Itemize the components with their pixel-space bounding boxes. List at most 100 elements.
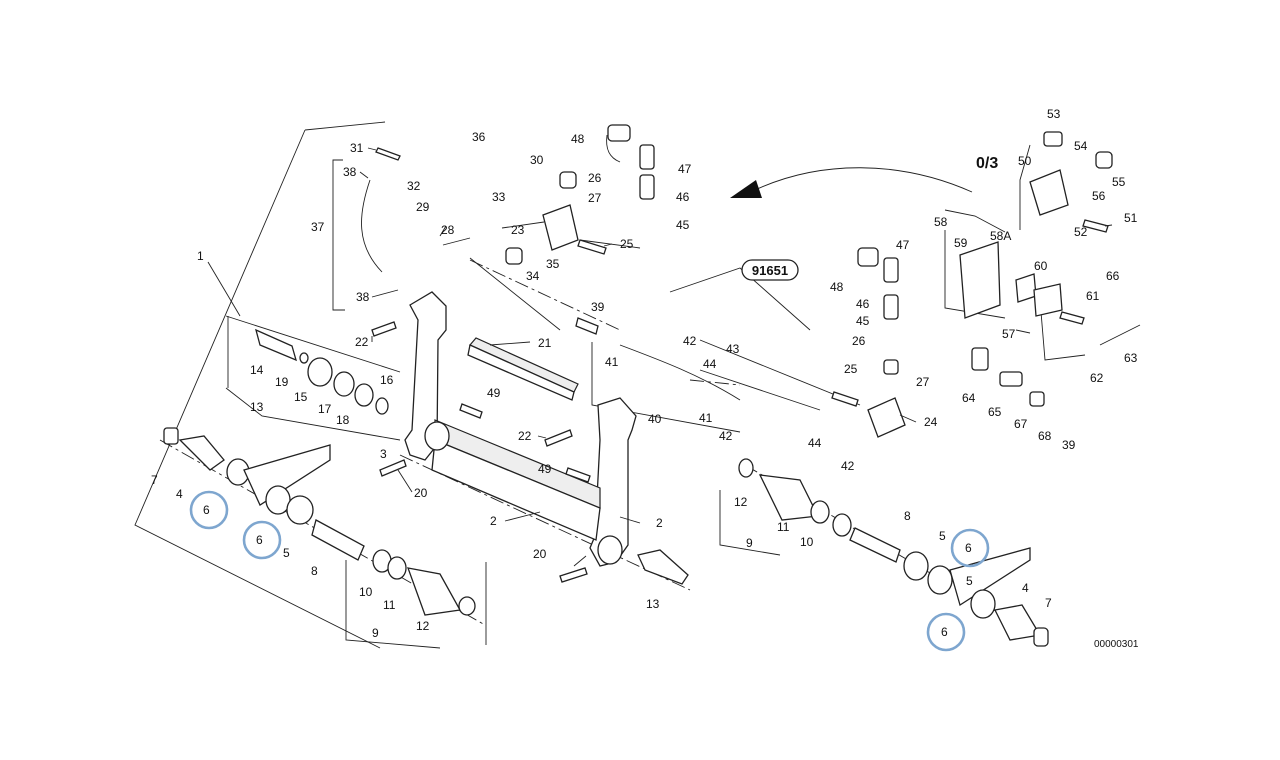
callout-label: 36 bbox=[472, 130, 486, 144]
callout-label: 11 bbox=[383, 598, 396, 612]
callout-label: 16 bbox=[380, 373, 394, 387]
callout-label: 55 bbox=[1112, 175, 1126, 189]
callout-label: 38 bbox=[356, 290, 370, 304]
callout-label: 48 bbox=[830, 280, 844, 294]
callout-label: 46 bbox=[856, 297, 870, 311]
callout-label: 15 bbox=[294, 390, 308, 404]
callout-label: 60 bbox=[1034, 259, 1048, 273]
callout-label: 41 bbox=[605, 355, 619, 369]
callout-label: 7 bbox=[1045, 596, 1052, 610]
callout-label: 22 bbox=[355, 335, 369, 349]
group-brackets bbox=[134, 121, 1031, 649]
callout-label: 44 bbox=[703, 357, 717, 371]
callout-label: 59 bbox=[954, 236, 968, 250]
callout-label: 20 bbox=[533, 547, 547, 561]
cross-reference-label: 91651 bbox=[752, 263, 788, 278]
callout-label: 4 bbox=[176, 487, 183, 501]
drawing-code: 00000301 bbox=[1094, 639, 1139, 650]
callout-label: 2 bbox=[490, 514, 497, 528]
callout-label: 12 bbox=[416, 619, 430, 633]
callout-label: 47 bbox=[678, 162, 692, 176]
callout-label: 29 bbox=[416, 200, 430, 214]
callout-label: 67 bbox=[1014, 417, 1028, 431]
quick-coupler-frame bbox=[404, 291, 637, 567]
callout-label: 2 bbox=[656, 516, 663, 530]
part-6-highlight[interactable] bbox=[926, 612, 966, 652]
hydraulic-hoses bbox=[361, 134, 1141, 411]
callout-label: 63 bbox=[1124, 351, 1138, 365]
callout-label: 22 bbox=[518, 429, 532, 443]
callout-label: 42 bbox=[683, 334, 697, 348]
callout-label: 62 bbox=[1090, 371, 1104, 385]
callout-label: 13 bbox=[250, 400, 264, 414]
callout-label: 46 bbox=[676, 190, 690, 204]
callout-label: 9 bbox=[746, 536, 753, 550]
callout-label: 6 bbox=[203, 503, 210, 517]
callout-label: 42 bbox=[841, 459, 855, 473]
callout-label: 58 bbox=[934, 215, 948, 229]
part-6-highlight[interactable] bbox=[189, 490, 229, 530]
highlight-rings bbox=[189, 490, 990, 652]
callout-label: 44 bbox=[808, 436, 822, 450]
callout-labels: 1 2 2 3 4 4 5 5 5 6 6 6 6 7 7 8 8 9 9 10… bbox=[151, 107, 1138, 640]
callout-label: 13 bbox=[646, 597, 660, 611]
callout-label: 7 bbox=[151, 473, 158, 487]
callout-label: 52 bbox=[1074, 225, 1088, 239]
callout-label: 42 bbox=[719, 429, 733, 443]
callout-label: 11 bbox=[777, 520, 790, 534]
callout-label: 58A bbox=[990, 229, 1011, 243]
callout-label: 53 bbox=[1047, 107, 1061, 121]
callout-label: 25 bbox=[844, 362, 858, 376]
callout-label: 35 bbox=[546, 257, 560, 271]
callout-label: 65 bbox=[988, 405, 1002, 419]
callout-label: 28 bbox=[441, 223, 455, 237]
callout-label: 49 bbox=[538, 462, 552, 476]
callout-label: 12 bbox=[734, 495, 748, 509]
part-6-highlight[interactable] bbox=[242, 520, 282, 560]
callout-label: 61 bbox=[1086, 289, 1100, 303]
callout-label: 31 bbox=[350, 141, 364, 155]
callout-label: 56 bbox=[1092, 189, 1106, 203]
callout-label: 26 bbox=[588, 171, 602, 185]
callout-label: 21 bbox=[538, 336, 552, 350]
callout-label: 17 bbox=[318, 402, 332, 416]
cross-reference: 91651 bbox=[730, 167, 973, 281]
callout-label: 9 bbox=[372, 626, 379, 640]
valve-blocks bbox=[505, 124, 1113, 438]
callout-label: 8 bbox=[904, 509, 911, 523]
callout-label: 54 bbox=[1074, 139, 1088, 153]
callout-label: 27 bbox=[916, 375, 930, 389]
callout-label: 23 bbox=[511, 223, 525, 237]
callout-label: 25 bbox=[620, 237, 634, 251]
pin-assembly-14 bbox=[255, 328, 389, 415]
cross-reference-oval[interactable] bbox=[741, 259, 799, 281]
callout-label: 5 bbox=[283, 546, 290, 560]
callout-label: 10 bbox=[359, 585, 373, 599]
callout-label: 68 bbox=[1038, 429, 1052, 443]
callout-label: 47 bbox=[896, 238, 910, 252]
callout-label: 6 bbox=[965, 541, 972, 555]
callout-label: 8 bbox=[311, 564, 318, 578]
callout-label: 45 bbox=[676, 218, 690, 232]
callout-label: 19 bbox=[275, 375, 289, 389]
callout-label: 66 bbox=[1106, 269, 1120, 283]
group-label: 0/3 bbox=[976, 155, 998, 172]
left-pin-assembly bbox=[163, 427, 476, 616]
leader-lines bbox=[207, 147, 1113, 567]
callout-label: 27 bbox=[588, 191, 602, 205]
callout-label: 24 bbox=[924, 415, 938, 429]
callout-label: 26 bbox=[852, 334, 866, 348]
callout-label: 6 bbox=[256, 533, 263, 547]
callout-label: 57 bbox=[1002, 327, 1016, 341]
callout-label: 5 bbox=[966, 574, 973, 588]
callout-label: 43 bbox=[726, 342, 740, 356]
callout-label: 33 bbox=[492, 190, 506, 204]
part-6-highlight[interactable] bbox=[950, 528, 990, 568]
callout-label: 64 bbox=[962, 391, 976, 405]
fasteners bbox=[371, 147, 1109, 583]
callout-label: 37 bbox=[311, 220, 325, 234]
callout-label: 50 bbox=[1018, 154, 1032, 168]
callout-label: 3 bbox=[380, 447, 387, 461]
callout-label: 39 bbox=[1062, 438, 1076, 452]
